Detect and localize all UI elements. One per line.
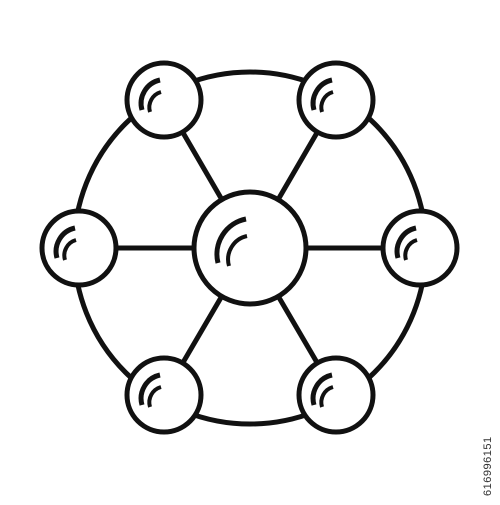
node-top-left [124, 60, 204, 140]
node-bottom-left [124, 355, 204, 435]
node-bottom-right [296, 355, 376, 435]
node-top-right [296, 60, 376, 140]
node-right [380, 208, 460, 288]
node-left [39, 208, 119, 288]
stock-id-text: 616996151 [482, 436, 494, 496]
central-hub-node [191, 189, 309, 307]
satellite-nodes [39, 60, 460, 435]
